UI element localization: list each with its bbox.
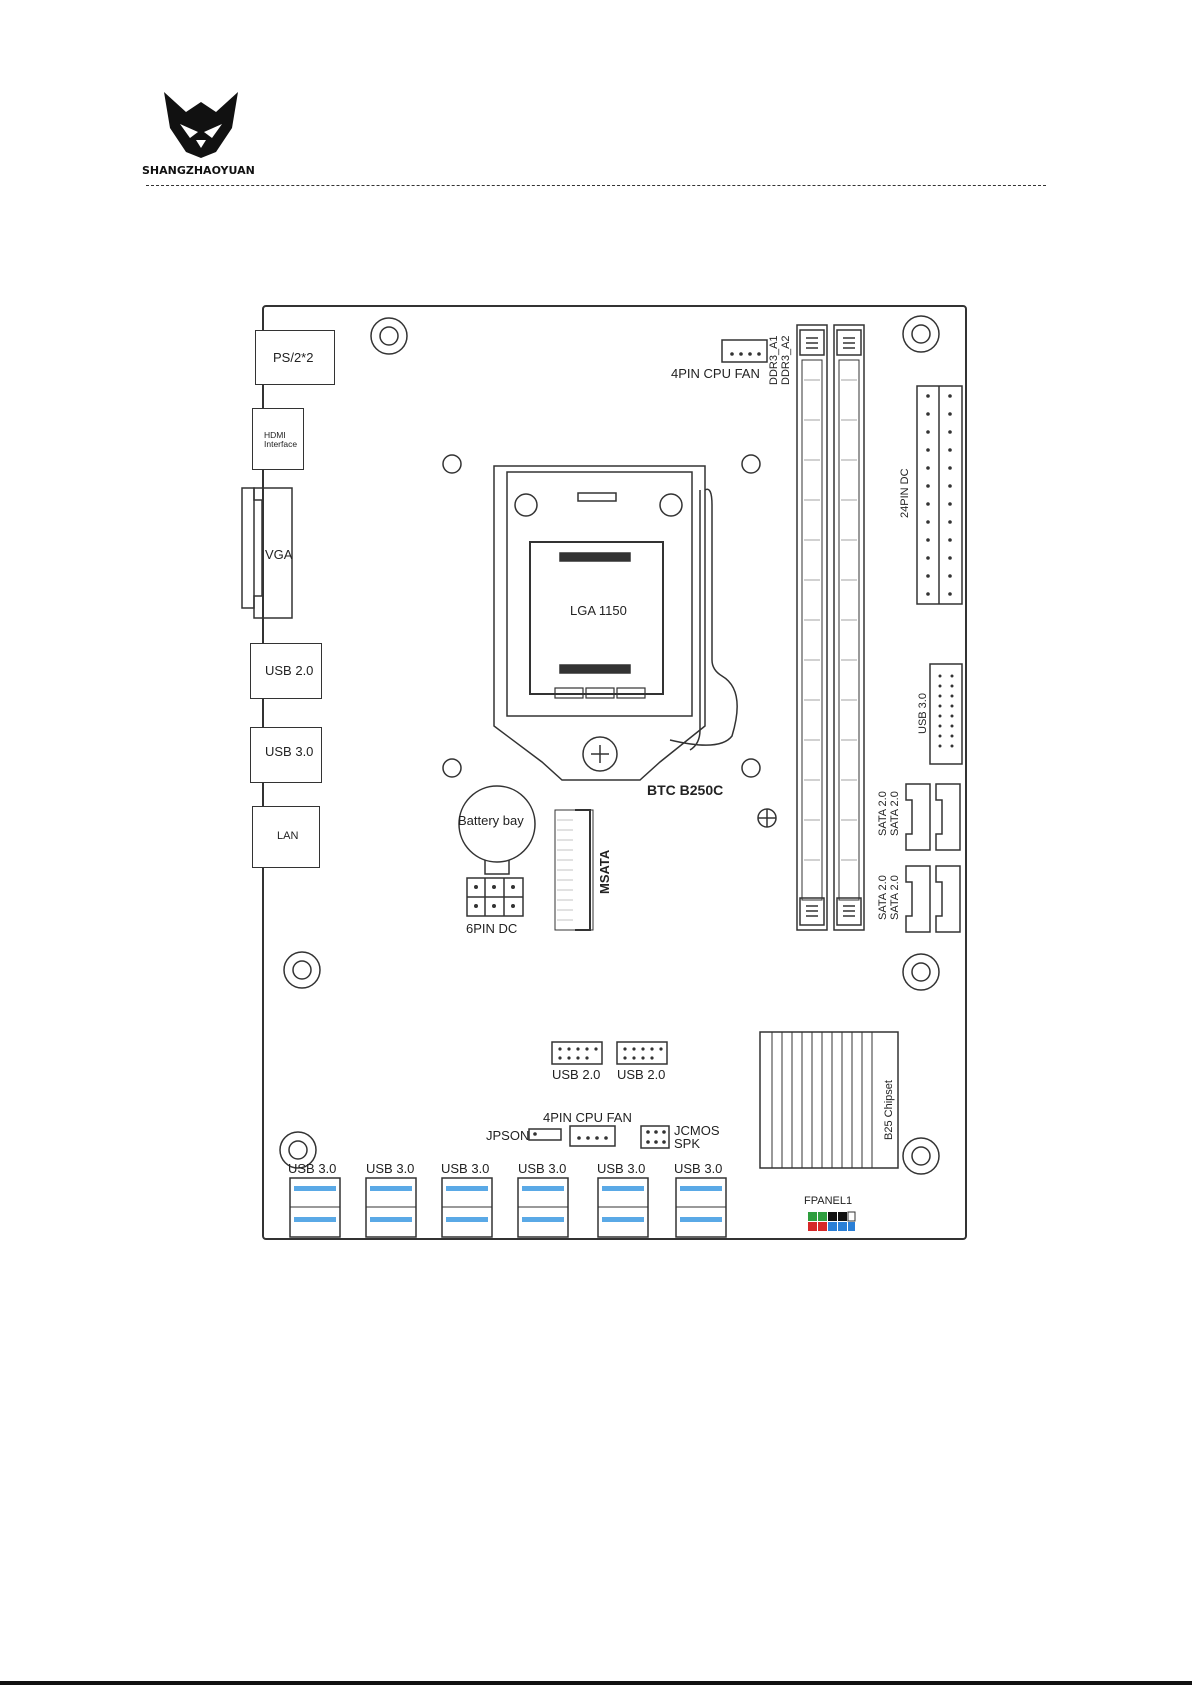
dimm-label-a2: DDR3_A2 [781, 335, 793, 385]
sata-label-4: SATA 2.0 [890, 875, 902, 920]
rear-usb3-label-4: USB 3.0 [518, 1162, 566, 1175]
rear-usb3-label-2: USB 3.0 [366, 1162, 414, 1175]
mounting-hole-icon [903, 316, 939, 352]
hdmi-label: HDMI Interface [264, 431, 297, 449]
power-6pin-label: 6PIN DC [466, 922, 517, 935]
sata-label-3: SATA 2.0 [878, 875, 890, 920]
jpson-label: JPSON [486, 1129, 529, 1142]
footer-rule [0, 1681, 1192, 1685]
spk-label: SPK [674, 1137, 700, 1150]
usb2-header-label-1: USB 2.0 [552, 1068, 600, 1081]
rear-usb3-label-6: USB 3.0 [674, 1162, 722, 1175]
mounting-hole-icon [284, 952, 320, 988]
fpanel-pins [808, 1212, 855, 1231]
mounting-hole-icon [903, 1138, 939, 1174]
board-model: BTC B250C [647, 783, 723, 797]
msata-label: MSATA [598, 850, 612, 894]
cpu-fan-bottom-label: 4PIN CPU FAN [543, 1111, 632, 1124]
cpu-fan-top-label: 4PIN CPU FAN [671, 367, 760, 380]
mounting-hole-icon [371, 318, 407, 354]
mounting-hole-icon [903, 954, 939, 990]
fpanel-label: FPANEL1 [804, 1196, 852, 1207]
vga-label: VGA [265, 548, 292, 561]
battery-label: Battery bay [458, 814, 524, 827]
rear-usb3-label-3: USB 3.0 [441, 1162, 489, 1175]
dimm-label-a1: DDR3_A1 [769, 335, 781, 385]
usb2-label: USB 2.0 [265, 664, 313, 677]
ps2-label: PS/2*2 [273, 351, 313, 364]
lan-label: LAN [277, 831, 298, 842]
sata-label-2: SATA 2.0 [890, 791, 902, 836]
socket-label: LGA 1150 [570, 604, 627, 617]
rear-usb3-label-5: USB 3.0 [597, 1162, 645, 1175]
power-24pin-label: 24PIN DC [900, 468, 912, 518]
usb3-label: USB 3.0 [265, 745, 313, 758]
chipset-label: B25 Chipset [884, 1080, 896, 1140]
sata-label-1: SATA 2.0 [878, 791, 890, 836]
usb3-header-label: USB 3.0 [918, 693, 930, 734]
usb2-header-label-2: USB 2.0 [617, 1068, 665, 1081]
rear-usb3-label-1: USB 3.0 [288, 1162, 336, 1175]
